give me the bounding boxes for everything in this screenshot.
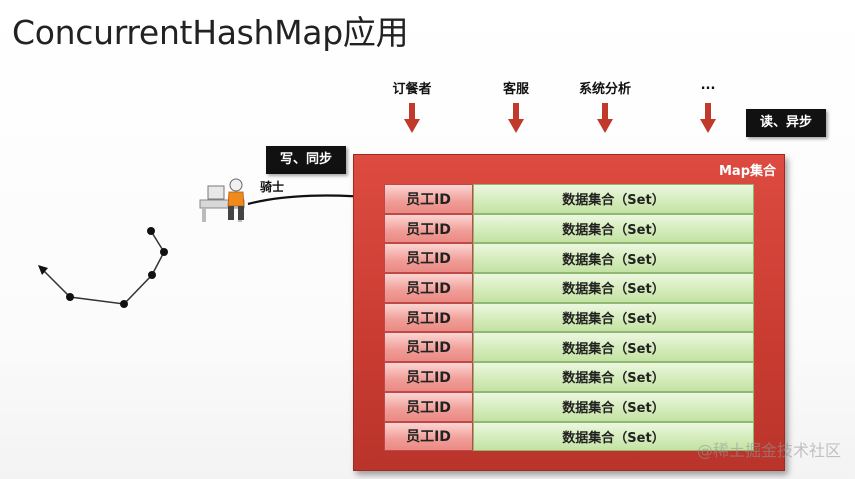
- map-rows: 员工ID 数据集合（Set） 员工ID 数据集合（Set） 员工ID 数据集合（…: [384, 184, 754, 451]
- read-async-label: 读、异步: [746, 109, 826, 137]
- page-title: ConcurrentHashMap应用: [12, 6, 408, 54]
- value-cell: 数据集合（Set）: [473, 303, 754, 333]
- write-sync-label: 写、同步: [266, 146, 346, 174]
- map-label: Map集合: [719, 160, 776, 179]
- key-cell: 员工ID: [384, 392, 473, 422]
- map-row: 员工ID 数据集合（Set）: [384, 214, 754, 244]
- arrow-down-system-analysis: [597, 103, 613, 133]
- map-container: Map集合 员工ID 数据集合（Set） 员工ID 数据集合（Set） 员工ID…: [353, 154, 785, 471]
- map-row: 员工ID 数据集合（Set）: [384, 303, 754, 333]
- role-more: ...: [663, 78, 753, 93]
- map-row: 员工ID 数据集合（Set）: [384, 184, 754, 214]
- key-cell: 员工ID: [384, 303, 473, 333]
- value-cell: 数据集合（Set）: [473, 243, 754, 273]
- rider-figure-icon: [198, 176, 252, 224]
- value-cell: 数据集合（Set）: [473, 392, 754, 422]
- map-row: 员工ID 数据集合（Set）: [384, 243, 754, 273]
- key-cell: 员工ID: [384, 184, 473, 214]
- watermark: @稀土掘金技术社区: [697, 437, 841, 461]
- map-row: 员工ID 数据集合（Set）: [384, 392, 754, 422]
- key-cell: 员工ID: [384, 214, 473, 244]
- value-cell: 数据集合（Set）: [473, 362, 754, 392]
- role-orderer: 订餐者: [367, 78, 457, 97]
- value-cell: 数据集合（Set）: [473, 184, 754, 214]
- role-system-analysis: 系统分析: [560, 78, 650, 97]
- value-cell: 数据集合（Set）: [473, 332, 754, 362]
- arrow-down-customer-service: [508, 103, 524, 133]
- map-row: 员工ID 数据集合（Set）: [384, 273, 754, 303]
- key-cell: 员工ID: [384, 332, 473, 362]
- map-row: 员工ID 数据集合（Set）: [384, 362, 754, 392]
- key-cell: 员工ID: [384, 422, 473, 452]
- key-cell: 员工ID: [384, 273, 473, 303]
- value-cell: 数据集合（Set）: [473, 214, 754, 244]
- arrow-down-orderer: [404, 103, 420, 133]
- key-cell: 员工ID: [384, 243, 473, 273]
- key-cell: 员工ID: [384, 362, 473, 392]
- role-customer-service: 客服: [471, 78, 561, 97]
- path-route-icon: [30, 222, 175, 317]
- map-row: 员工ID 数据集合（Set）: [384, 332, 754, 362]
- value-cell: 数据集合（Set）: [473, 273, 754, 303]
- arrow-down-more: [700, 103, 716, 133]
